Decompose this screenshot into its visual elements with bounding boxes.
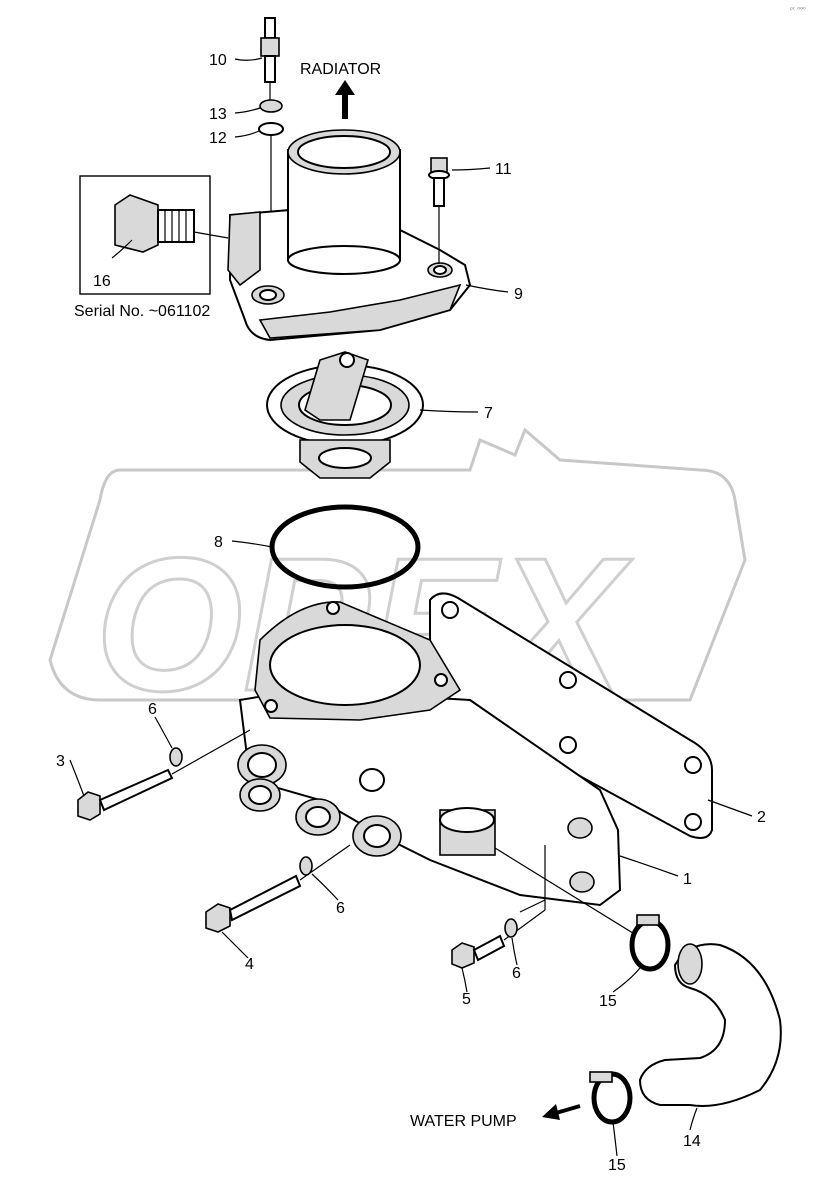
washer-part-6-right xyxy=(504,918,518,938)
serial-note: Serial No. ~061102 xyxy=(74,303,210,320)
arrow-left-icon xyxy=(542,1104,581,1120)
callout-11: 11 xyxy=(495,161,512,178)
hose-clamp-part-15-lower xyxy=(589,1071,633,1125)
bolt-part-11 xyxy=(428,157,450,264)
washer-part-12 xyxy=(258,122,284,136)
callout-15-lower: 15 xyxy=(608,1157,626,1174)
bolt-part-3 xyxy=(77,729,251,821)
corner-mark: ᵖᵗ ⁰⁰⁰ xyxy=(790,6,806,14)
callout-4: 4 xyxy=(245,956,254,973)
hose-clamp-part-15-upper xyxy=(629,914,671,972)
stud-bolt-part-10 xyxy=(260,17,280,100)
callout-16: 16 xyxy=(93,273,111,290)
callout-1: 1 xyxy=(683,871,692,888)
callout-leaders xyxy=(69,57,753,1157)
callout-5: 5 xyxy=(462,991,471,1008)
callout-14: 14 xyxy=(683,1133,701,1150)
arrow-up-icon xyxy=(335,80,355,119)
callout-8: 8 xyxy=(214,534,223,551)
bolt-part-4 xyxy=(205,844,351,933)
hose-part-14 xyxy=(638,943,782,1107)
callout-3: 3 xyxy=(56,753,65,770)
radiator-label: RADIATOR xyxy=(300,61,381,78)
thermostat-housing-part-9 xyxy=(227,129,472,342)
bolt-part-5 xyxy=(451,909,546,969)
callout-7: 7 xyxy=(484,405,493,422)
serial-inset-box xyxy=(79,175,229,295)
callout-6-lower: 6 xyxy=(336,900,345,917)
callout-15-upper: 15 xyxy=(599,993,617,1010)
callout-6-upper: 6 xyxy=(148,701,157,718)
washer-part-6-lower xyxy=(299,856,313,876)
callout-2: 2 xyxy=(757,809,766,826)
callout-9: 9 xyxy=(514,286,523,303)
gasket-part-2 xyxy=(429,592,713,839)
callout-12: 12 xyxy=(209,130,227,147)
callouts: 10 13 12 11 16 9 7 8 6 3 2 1 6 4 5 6 15 … xyxy=(56,52,766,1174)
callout-6-right: 6 xyxy=(512,965,521,982)
water-pump-label: WATER PUMP xyxy=(410,1113,517,1130)
plug-part-16 xyxy=(114,194,195,253)
washer-part-6-upper xyxy=(169,747,183,767)
thermostat-part-7 xyxy=(266,351,424,479)
callout-13: 13 xyxy=(209,106,227,123)
spring-washer-part-13 xyxy=(259,99,283,113)
callout-10: 10 xyxy=(209,52,227,69)
water-outlet-body-part-1 xyxy=(237,601,622,907)
